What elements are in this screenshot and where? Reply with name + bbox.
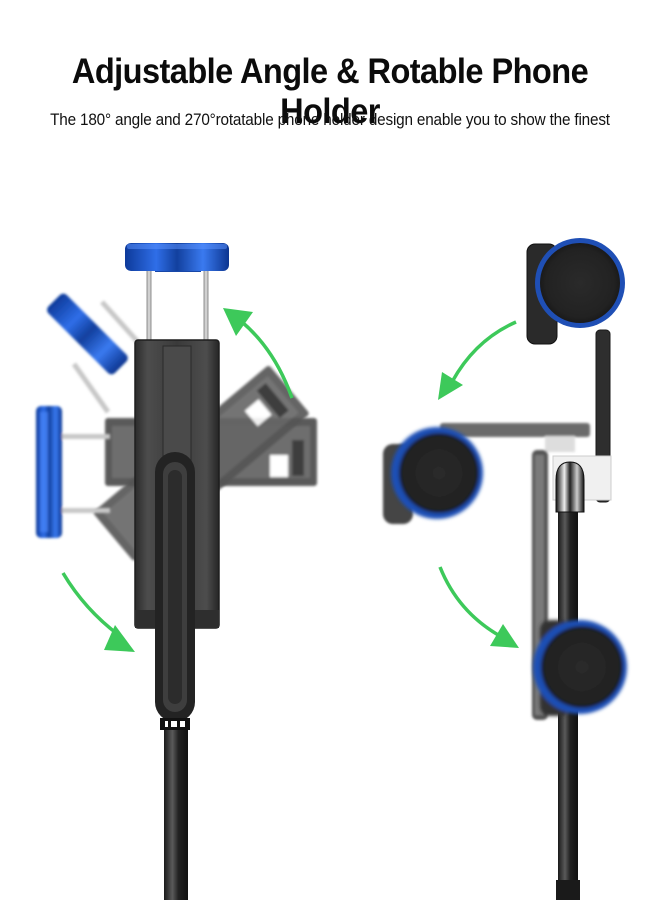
left-pole [164, 730, 188, 900]
left-arrow-up [223, 308, 294, 399]
right-magnet-middle [391, 427, 483, 519]
right-arrow-down-right [438, 566, 519, 648]
left-ghost-clamp-horizontal [36, 406, 110, 538]
left-holder-body [134, 339, 220, 730]
right-magnet-bottom [533, 620, 627, 716]
right-magnet-top [526, 238, 625, 345]
page-subtitle: The 180° angle and 270°rotatable phone h… [50, 110, 610, 129]
left-ghost-clamp-diagonal [47, 293, 140, 414]
left-holder [36, 243, 317, 900]
right-arrow-down-left [438, 320, 517, 400]
left-clamp-top [125, 243, 229, 343]
left-arrow-down [61, 572, 135, 652]
right-holder [383, 238, 627, 900]
page-title: Adjustable Angle & Rotable Phone Holder [71, 52, 589, 131]
